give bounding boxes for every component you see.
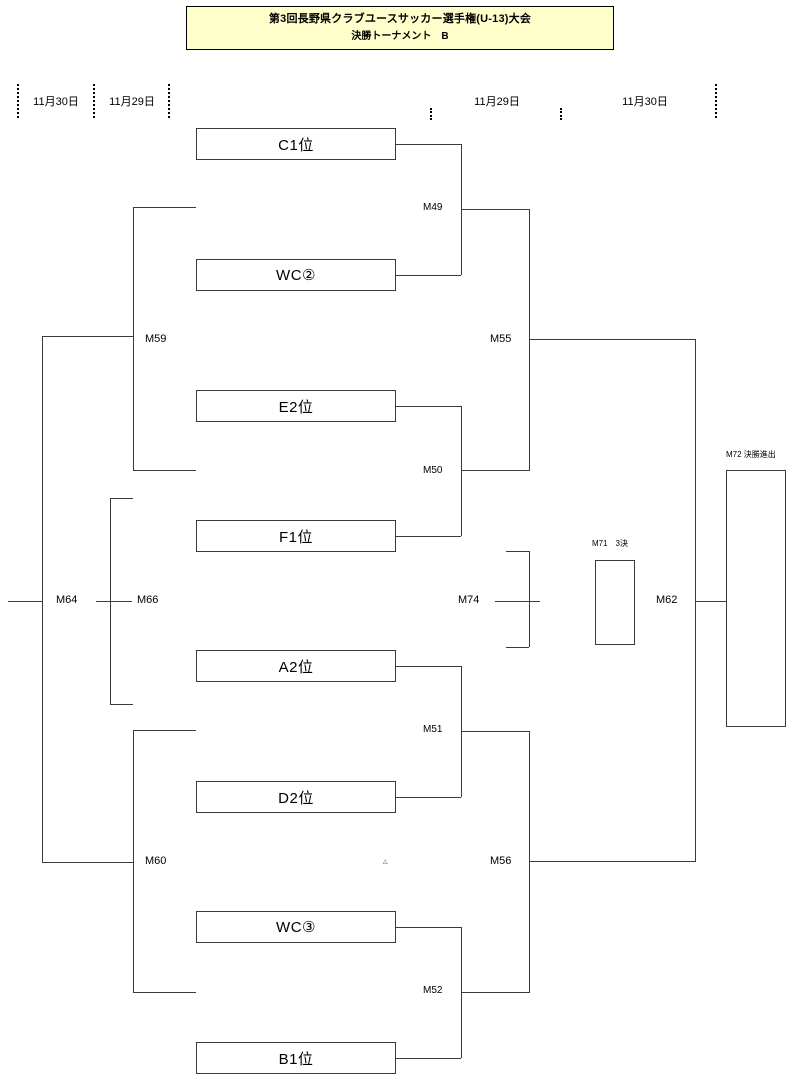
match-label-m72: M72 決勝進出 (726, 450, 776, 459)
title-banner: 第3回長野県クラブユースサッカー選手権(U-13)大会 決勝トーナメント B (186, 6, 614, 50)
bracket-v-m74 (529, 551, 530, 647)
date-separator-5 (560, 108, 562, 120)
connector-m52-to-m56 (461, 992, 530, 993)
match-label-m49: M49 (423, 202, 443, 213)
team-box-d2[interactable]: D2位 (196, 781, 396, 813)
connector-m74-out (495, 601, 540, 602)
bracket-v-m59 (133, 207, 134, 470)
connector-e2-to-m50 (396, 406, 461, 407)
match-label-m62: M62 (656, 594, 678, 606)
connector-m64-top (42, 336, 133, 337)
match-label-m51: M51 (423, 724, 443, 735)
connector-wc2-to-m49 (396, 275, 461, 276)
team-box-f1[interactable]: F1位 (196, 520, 396, 552)
connector-wc3-to-m52 (396, 927, 461, 928)
team-box-c1[interactable]: C1位 (196, 128, 396, 160)
match-label-m52: M52 (423, 985, 443, 996)
bracket-v-m50 (461, 406, 462, 536)
date-separator-1 (17, 84, 19, 118)
connector-m62-out (695, 601, 726, 602)
connector-m60-top (133, 730, 196, 731)
tournament-subtitle: 決勝トーナメント B (351, 31, 449, 42)
team-box-b1[interactable]: B1位 (196, 1042, 396, 1074)
connector-m74-bottom (506, 647, 529, 648)
date-separator-6 (715, 84, 717, 118)
date-separator-2 (93, 84, 95, 118)
date-label-right-1: 11月29日 (474, 96, 520, 108)
match-label-m56: M56 (490, 855, 512, 867)
connector-m56-to-m62 (529, 861, 696, 862)
team-box-wc3[interactable]: WC③ (196, 911, 396, 943)
match-label-m71: M71 3決 (592, 539, 629, 548)
connector-f1-to-m50 (396, 536, 461, 537)
connector-m51-to-m56 (461, 731, 530, 732)
team-box-e2[interactable]: E2位 (196, 390, 396, 422)
connector-m66-top (110, 498, 133, 499)
connector-m74-top (506, 551, 529, 552)
stray-mark: △ (383, 859, 388, 865)
match-label-m50: M50 (423, 465, 443, 476)
match-label-m64: M64 (56, 594, 78, 606)
bracket-v-m64 (42, 336, 43, 862)
match-label-m55: M55 (490, 333, 512, 345)
match-label-m66: M66 (137, 594, 159, 606)
result-box-m72[interactable] (726, 470, 786, 727)
bracket-v-m60 (133, 730, 134, 992)
date-label-right-2: 11月30日 (622, 96, 668, 108)
date-separator-4 (430, 108, 432, 120)
team-box-a2[interactable]: A2位 (196, 650, 396, 682)
connector-m60-bottom (133, 992, 196, 993)
connector-b1-to-m52 (396, 1058, 461, 1059)
connector-m59-bottom (133, 470, 196, 471)
tournament-title: 第3回長野県クラブユースサッカー選手権(U-13)大会 (268, 13, 532, 25)
date-separator-3 (168, 84, 170, 118)
team-box-wc2[interactable]: WC② (196, 259, 396, 291)
date-label-left-1: 11月30日 (33, 96, 79, 108)
connector-a2-to-m51 (396, 666, 461, 667)
connector-m59-top (133, 207, 196, 208)
result-box-m71[interactable] (595, 560, 635, 645)
connector-m55-to-m62 (529, 339, 696, 340)
connector-m66-out (96, 601, 132, 602)
connector-m49-to-m55 (461, 209, 530, 210)
connector-d2-to-m51 (396, 797, 461, 798)
bracket-v-m62 (695, 339, 696, 861)
connector-m64-out (8, 601, 42, 602)
connector-m66-bottom (110, 704, 133, 705)
date-label-left-2: 11月29日 (109, 96, 155, 108)
connector-c1-to-m49 (396, 144, 461, 145)
match-label-m59: M59 (145, 333, 167, 345)
match-label-m74: M74 (458, 594, 480, 606)
connector-m50-to-m55 (461, 470, 530, 471)
match-label-m60: M60 (145, 855, 167, 867)
connector-m64-bottom (42, 862, 133, 863)
